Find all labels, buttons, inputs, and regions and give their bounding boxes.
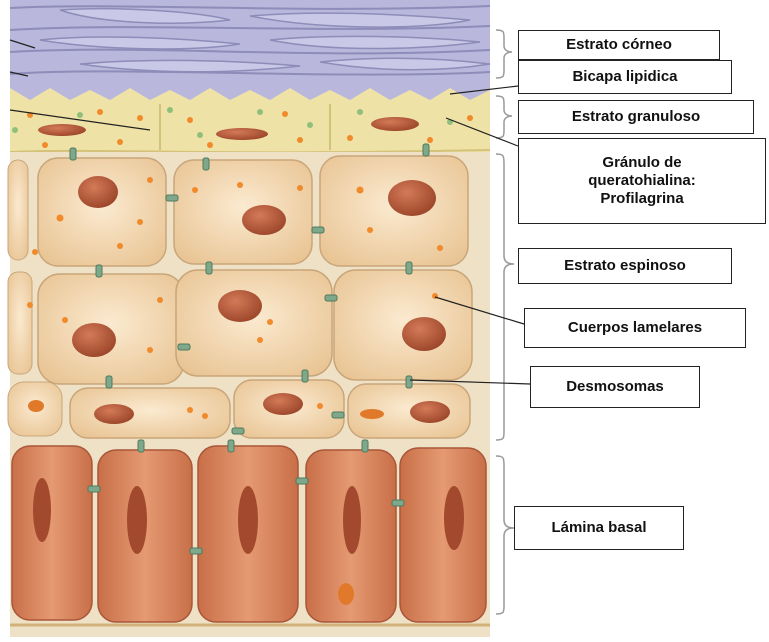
- label-estrato-espinoso: Estrato espinoso: [518, 248, 732, 284]
- label-estrato-corneo: Estrato córneo: [518, 30, 720, 60]
- label-cuerpos-lamelares: Cuerpos lamelares: [524, 308, 746, 348]
- basal-layer: [10, 440, 490, 637]
- label-bicapa-lipidica: Bicapa lipidica: [518, 60, 732, 94]
- label-granulo-queratohialina: Gránulo de queratohialina: Profilagrina: [518, 138, 766, 224]
- stratum-corneum-layer: [10, 0, 490, 100]
- label-granulo-line3: Profilagrina: [600, 190, 683, 208]
- stratum-granulosum-layer: [10, 100, 490, 152]
- label-lamina-basal: Lámina basal: [514, 506, 684, 550]
- label-desmosomas: Desmosomas: [530, 366, 700, 408]
- label-estrato-granuloso: Estrato granuloso: [518, 100, 754, 134]
- stratum-spinosum-layer: [8, 152, 490, 442]
- label-granulo-line2: queratohialina:: [588, 172, 696, 190]
- layer-brackets: [496, 30, 514, 614]
- label-granulo-line1: Gránulo de: [602, 154, 681, 172]
